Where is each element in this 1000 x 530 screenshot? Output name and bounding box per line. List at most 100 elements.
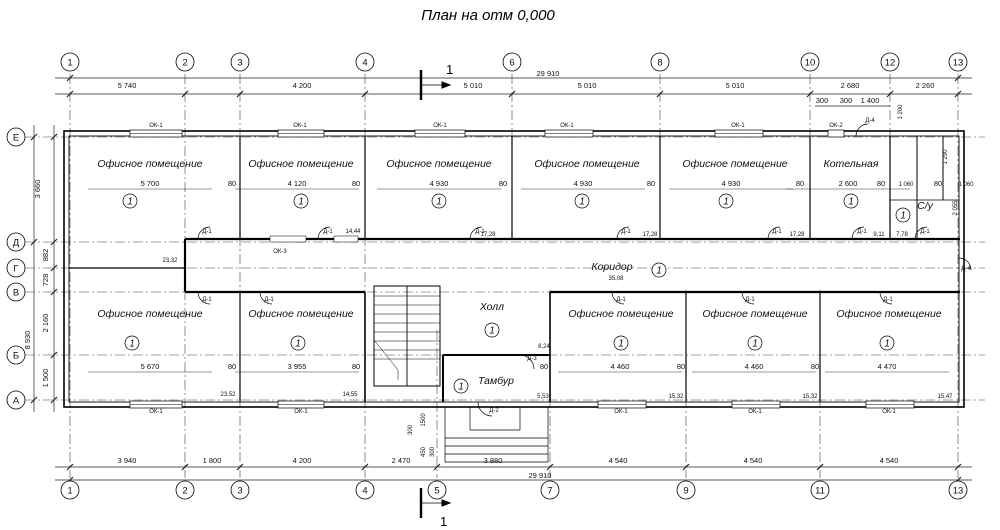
room-number: 1 xyxy=(127,197,133,208)
dim-top: 2 260 xyxy=(916,81,935,90)
door-mark: Д-4 xyxy=(865,118,875,124)
wall-thickness-label: 80 xyxy=(228,362,236,371)
axis-label: 13 xyxy=(953,486,964,497)
room-number: 1 xyxy=(752,339,758,350)
window-mark: ОК-1 xyxy=(433,123,447,129)
room-width: 4 930 xyxy=(430,179,449,188)
area-or-dim-label: 23,32 xyxy=(162,258,178,264)
wall-thickness-label: 80 xyxy=(796,179,804,188)
bottom-dimension-lines xyxy=(55,463,972,484)
room-number: 1 xyxy=(298,197,304,208)
area-or-dim-label: 9,11 xyxy=(873,232,885,238)
door-mark: Д-2 xyxy=(489,408,499,414)
room-number: 1 xyxy=(618,339,624,350)
wall-thickness-label: 80 xyxy=(352,362,360,371)
wall-thickness-label: 80 xyxy=(228,179,236,188)
area-or-dim-label: 1 200 xyxy=(898,104,904,120)
room-number-bubble xyxy=(895,207,911,223)
door-mark: Д-1 xyxy=(475,229,485,235)
window-mark: ОК-1 xyxy=(149,123,163,129)
room-number-bubble xyxy=(651,262,667,278)
axis-bubble-bottom-7: 7 xyxy=(540,480,560,500)
axis-label: 11 xyxy=(815,486,825,497)
axis-bubble-top-10: 10 xyxy=(800,52,820,72)
area-or-dim-label: 300 xyxy=(430,446,436,457)
interior-walls xyxy=(69,136,960,402)
room: С/у1 xyxy=(895,200,934,223)
wall-thickness-label: 80 xyxy=(352,179,360,188)
room-name: Офисное помещение xyxy=(836,308,941,320)
door-mark: Д-1 xyxy=(202,229,212,235)
area-or-dim-label: 1 060 xyxy=(958,182,974,188)
axis-label: 1 xyxy=(67,486,72,497)
left-total-dimension: 8 930 xyxy=(23,331,32,350)
axis-label: Д xyxy=(13,238,20,249)
dim-top: 300 xyxy=(816,96,829,105)
axis-label: 1 xyxy=(67,58,72,69)
axis-bubble-top-3: 3 xyxy=(230,52,250,72)
room-number-bubble xyxy=(747,335,763,351)
room-name: Холл xyxy=(479,301,504,313)
wall-thickness-label: 80 xyxy=(647,179,655,188)
room-number: 1 xyxy=(436,197,442,208)
door-mark: Д-1 xyxy=(621,229,631,235)
dim-bottom: 4 540 xyxy=(609,456,628,465)
room-number-bubble xyxy=(574,193,590,209)
axis-bubble-left-2: Д xyxy=(6,232,26,252)
door-mark: Д-1 xyxy=(772,229,782,235)
axis-bubble-top-12: 12 xyxy=(880,52,900,72)
bottom-total-dimension: 29 910 xyxy=(529,471,552,480)
dim-bottom: 1 800 xyxy=(203,456,222,465)
room-name: Офисное помещение xyxy=(97,308,202,320)
left-dimension-lines xyxy=(30,125,58,412)
room-number-bubble xyxy=(843,193,859,209)
axis-label: 12 xyxy=(885,58,896,69)
axis-label: Г xyxy=(13,264,18,275)
dim-left: 728 xyxy=(41,274,50,287)
room-number-bubble xyxy=(431,193,447,209)
dim-top: 2 680 xyxy=(841,81,860,90)
room-width: 4 470 xyxy=(878,362,897,371)
area-or-dim-label: 17,28 xyxy=(789,232,805,238)
room-name: Офисное помещение xyxy=(248,158,353,170)
room-width: 4 120 xyxy=(288,179,307,188)
axis-bubble-bottom-2: 2 xyxy=(175,480,195,500)
wall-thickness-label: 80 xyxy=(499,179,507,188)
door-mark: Д-1 xyxy=(323,229,333,235)
area-or-dim-label: 17,28 xyxy=(480,232,496,238)
room-number: 1 xyxy=(656,266,662,277)
axis-label: 5 xyxy=(434,486,439,497)
axis-bubble-bottom-11: 11 xyxy=(810,480,830,500)
dim-bottom: 2 470 xyxy=(392,456,411,465)
dim-bottom: 4 540 xyxy=(880,456,899,465)
room-number-bubble xyxy=(293,193,309,209)
room-number: 1 xyxy=(489,326,495,337)
door-mark: Д-4 xyxy=(961,266,971,272)
room-number-bubble xyxy=(453,378,469,394)
axis-bubble-left-3: Г xyxy=(6,258,26,278)
exterior-walls xyxy=(63,130,965,408)
room: Офисное помещение 1 4 120 xyxy=(235,158,359,209)
room-number: 1 xyxy=(129,339,135,350)
room-width: 4 930 xyxy=(722,179,741,188)
dim-left: 2 160 xyxy=(41,314,50,333)
room-width: 5 670 xyxy=(141,362,160,371)
axis-label: 9 xyxy=(683,486,688,497)
section-cut-bottom-label: 1 xyxy=(440,514,447,529)
dim-top: 300 xyxy=(840,96,853,105)
dim-bottom: 3 880 xyxy=(484,456,503,465)
area-or-dim-label: 35,08 xyxy=(608,276,624,282)
axis-bubble-left-4: В xyxy=(6,282,26,302)
top-dimension-lines xyxy=(55,74,972,107)
area-or-dim-label: 15,47 xyxy=(937,394,953,400)
room-number: 1 xyxy=(458,382,464,393)
dim-top: 5 010 xyxy=(464,81,483,90)
area-or-dim-label: 1500 xyxy=(421,413,427,427)
wall-thickness-label: 80 xyxy=(540,362,548,371)
